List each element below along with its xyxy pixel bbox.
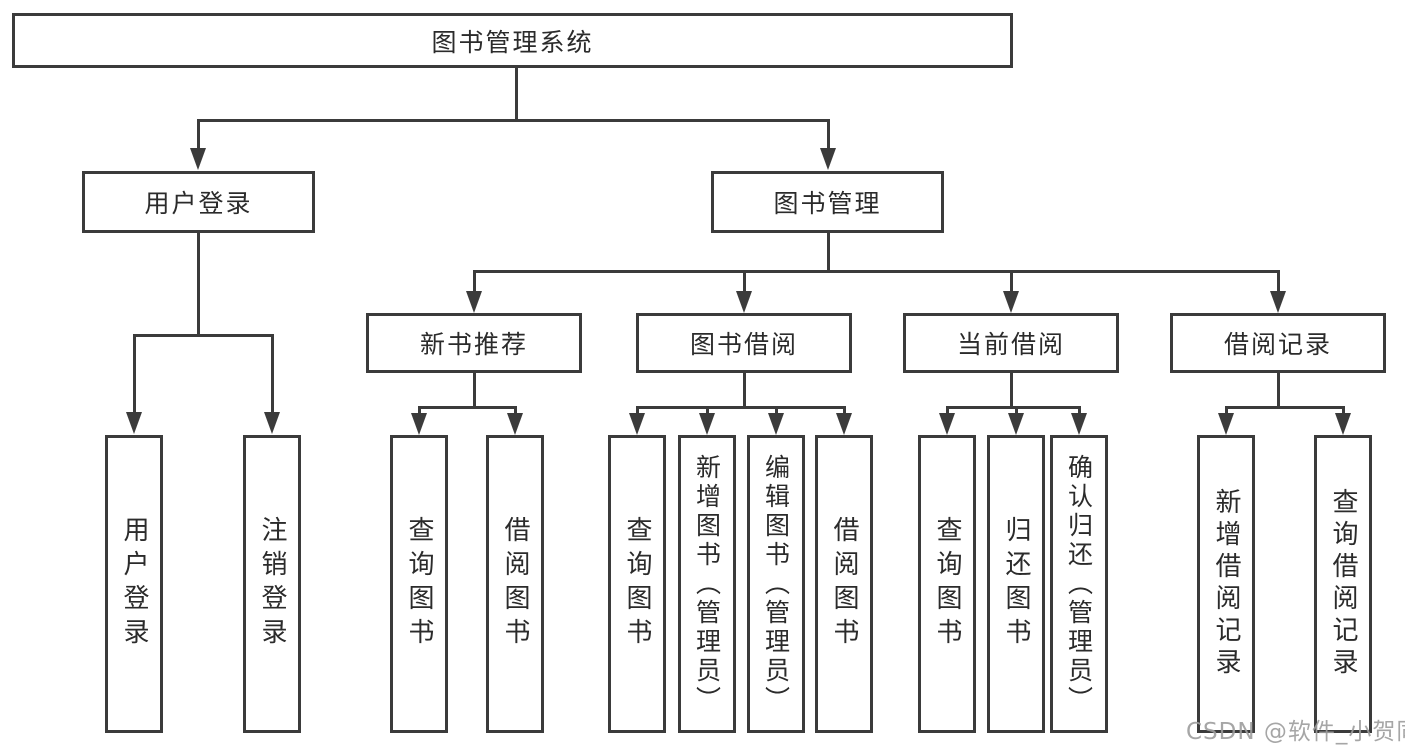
node-current-borrow: 当前借阅 [903,313,1119,373]
node-leaf-return-books: 归还图书 [987,435,1045,733]
node-label: 查询图书 [932,516,962,652]
connector-arrow-line [1225,406,1228,415]
arrow-down-icon [836,413,852,435]
arrow-down-icon [768,413,784,435]
node-label: 确认归还（管理员） [1064,453,1094,715]
node-label: 借阅记录 [1223,330,1332,359]
node-label: 查询图书 [622,516,652,652]
node-book-borrow: 图书借阅 [636,313,852,373]
node-leaf-query-books: 查询图书 [918,435,976,733]
arrow-down-icon [1071,413,1087,435]
connector-arrow-line [775,406,778,415]
arrow-down-icon [1335,413,1351,435]
node-leaf-borrow-books: 借阅图书 [486,435,544,733]
node-leaf-query-borrow-record: 查询借阅记录 [1314,435,1372,733]
connector-arrow-line [843,406,846,415]
node-leaf-borrow-books: 借阅图书 [815,435,873,733]
connector-login-stub [197,232,200,336]
node-leaf-user-login: 用户登录 [105,435,163,733]
node-label: 图书借阅 [689,330,798,359]
node-label: 归还图书 [1001,516,1031,652]
node-leaf-query-books: 查询图书 [390,435,448,733]
connector-arrow-line [1342,406,1345,415]
arrow-down-icon [820,148,836,170]
node-book-management: 图书管理 [711,171,944,233]
node-label: 新书推荐 [419,330,528,359]
arrow-down-icon [126,412,142,434]
connector-stub [743,371,746,408]
arrow-down-icon [1218,413,1234,435]
node-label: 新增借阅记录 [1211,488,1241,680]
node-label: 借阅图书 [500,516,530,652]
arrow-down-icon [466,291,482,313]
connector-arrow-line [1078,406,1081,415]
node-root-library-management-system: 图书管理系统 [12,13,1013,68]
node-leaf-add-books-admin: 新增图书（管理员） [678,435,736,733]
node-leaf-logout: 注销登录 [243,435,301,733]
connector-arrow-line [1010,270,1013,293]
node-borrow-records: 借阅记录 [1170,313,1386,373]
node-label: 注销登录 [257,516,287,652]
connector-arrow-line [1277,270,1280,293]
connector-stub [473,371,476,408]
connector-arrow-line [706,406,709,415]
connector-arrow-line [514,406,517,415]
arrow-down-icon [939,413,955,435]
connector-arrow-line [946,406,949,415]
node-label: 当前借阅 [956,330,1065,359]
node-new-book-recommend: 新书推荐 [366,313,582,373]
arrow-down-icon [699,413,715,435]
connector-arrow-line [271,334,274,413]
node-leaf-add-borrow-record: 新增借阅记录 [1197,435,1255,733]
connector-arrow-line [197,119,200,150]
node-label: 图书管理系统 [431,27,594,57]
arrow-down-icon [507,413,523,435]
node-label: 借阅图书 [829,516,859,652]
connector-hline [636,406,846,409]
node-label: 图书管理 [773,189,882,218]
connector-mgmt-stub [827,232,830,273]
connector-arrow-line [636,406,639,415]
connector-root-stub [515,67,518,121]
node-label: 查询图书 [404,516,434,652]
arrow-down-icon [1270,291,1286,313]
connector-hline [946,406,1081,409]
connector-level3-hline [473,270,1280,273]
arrow-down-icon [411,413,427,435]
arrow-down-icon [1008,413,1024,435]
node-label: 用户登录 [119,516,149,652]
node-leaf-edit-books-admin: 编辑图书（管理员） [747,435,805,733]
connector-arrow-line [418,406,421,415]
node-leaf-confirm-return-admin: 确认归还（管理员） [1050,435,1108,733]
arrow-down-icon [629,413,645,435]
connector-hline [1225,406,1345,409]
connector-arrow-line [133,334,136,413]
connector-stub [1010,371,1013,408]
csdn-watermark: CSDN @软件_小贺同学 [1186,719,1405,745]
connector-arrow-line [743,270,746,293]
connector-arrow-line [827,119,830,150]
connector-stub [1277,371,1280,408]
arrow-down-icon [1003,291,1019,313]
node-label: 编辑图书（管理员） [761,453,791,715]
connector-login-hline [133,334,274,337]
connector-hline [418,406,517,409]
node-user-login: 用户登录 [82,171,315,233]
arrow-down-icon [264,412,280,434]
node-label: 新增图书（管理员） [692,453,722,715]
arrow-down-icon [736,291,752,313]
connector-arrow-line [473,270,476,293]
arrow-down-icon [190,148,206,170]
node-label: 查询借阅记录 [1328,488,1358,680]
node-label: 用户登录 [144,189,253,218]
node-leaf-query-books: 查询图书 [608,435,666,733]
connector-level2-hline [197,119,830,122]
connector-arrow-line [1015,406,1018,415]
